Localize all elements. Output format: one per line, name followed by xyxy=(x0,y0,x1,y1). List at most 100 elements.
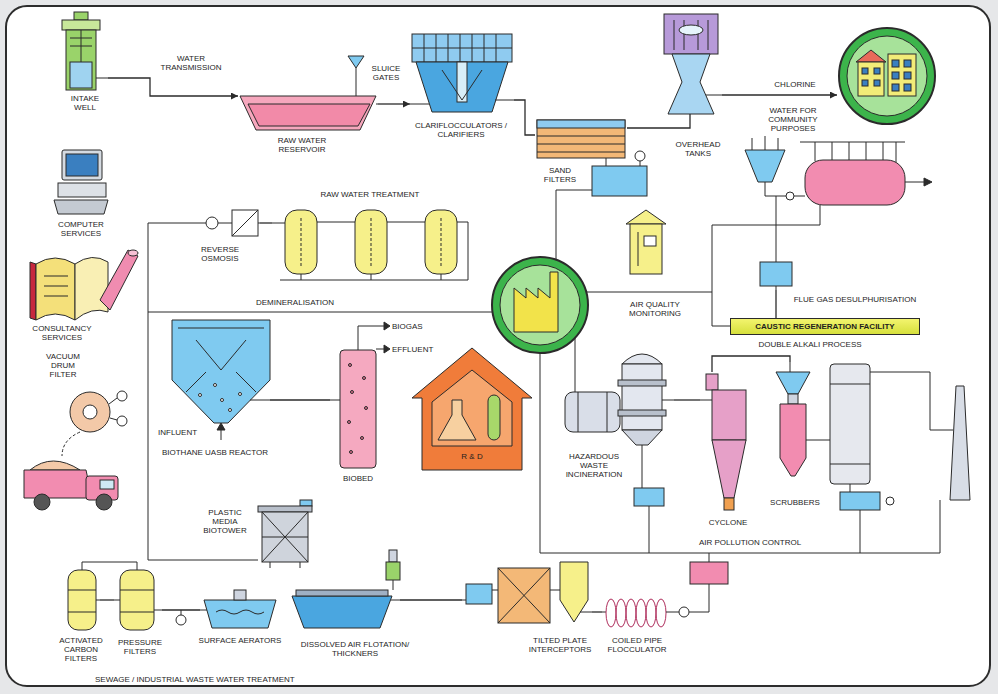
equipment-label: TILTED PLATE INTERCEPTORS xyxy=(520,636,600,654)
clarifier xyxy=(416,62,508,112)
uasb-reactor xyxy=(236,372,256,392)
pipe-connector xyxy=(592,611,602,612)
flue-gas-desulphuriser xyxy=(849,142,850,160)
surface-aerator xyxy=(234,590,246,600)
research-house xyxy=(438,400,476,440)
cyclone-separator xyxy=(712,390,746,440)
annotation-label: EFFLUENT xyxy=(392,345,442,354)
biotower xyxy=(262,512,308,562)
coiled-flocculator xyxy=(602,599,672,627)
process-pipe xyxy=(870,372,953,430)
ion-exchange-vessels xyxy=(371,274,372,280)
scrubber xyxy=(830,384,870,385)
sludge-truck xyxy=(24,470,92,498)
incinerator xyxy=(622,364,662,430)
biobed xyxy=(363,377,366,380)
clarifier xyxy=(442,70,482,100)
biobed xyxy=(330,322,390,468)
ion-exchange-vessels xyxy=(441,274,442,280)
community-buildings xyxy=(856,50,886,62)
pipe-connector xyxy=(100,599,114,600)
research-house xyxy=(432,370,512,446)
filter-vessel xyxy=(176,615,186,625)
scrubber xyxy=(830,464,870,465)
annotation-label: DEMINERALISATION xyxy=(240,298,350,307)
equipment-node: SAND FILTERS xyxy=(535,118,627,160)
coiled-flocculator xyxy=(656,599,666,627)
intake-well xyxy=(66,30,96,90)
community-buildings xyxy=(892,60,899,67)
flue-gas-desulphuriser xyxy=(765,182,805,196)
sand-filter xyxy=(537,152,625,153)
clarifier xyxy=(412,34,512,62)
reverse-osmosis-unit xyxy=(218,223,232,224)
equipment-label: CLARIFLOCCULATORS / CLARIFIERS xyxy=(405,121,517,139)
collection-tank xyxy=(679,607,689,617)
equipment-node: REVERSE OSMOSIS xyxy=(205,206,260,240)
filter-vessel xyxy=(68,562,186,630)
raw-water-reservoir xyxy=(240,96,378,130)
incinerator xyxy=(565,354,674,506)
process-pipe xyxy=(148,190,953,612)
biobed xyxy=(348,421,351,424)
process-box: CAUSTIC REGENERATION FACILITY xyxy=(730,318,920,335)
plate-interceptor xyxy=(498,568,550,623)
surface-aerator xyxy=(216,610,264,614)
computer-icon xyxy=(54,200,108,214)
computer-icon xyxy=(66,154,98,176)
computer-icon xyxy=(58,183,106,197)
plate-interceptor xyxy=(560,562,588,622)
raw-water-reservoir xyxy=(240,96,376,130)
uasb-reactor xyxy=(196,340,246,370)
community-buildings xyxy=(839,28,935,124)
community-buildings xyxy=(847,36,927,116)
sludge-truck xyxy=(30,461,80,470)
central-plant-symbol xyxy=(514,272,558,332)
filtered-water-tank xyxy=(606,158,607,166)
sand-filter xyxy=(537,144,625,145)
plate-interceptor xyxy=(462,562,592,623)
surface-aerator xyxy=(200,590,276,628)
equipment-label: AIR QUALITY MONITORING xyxy=(610,300,700,318)
process-pipe xyxy=(712,292,730,326)
overhead-tank xyxy=(674,20,675,50)
incinerator xyxy=(565,392,620,432)
uasb-reactor xyxy=(214,384,217,387)
biotower xyxy=(300,562,301,568)
flue-gas-desulphuriser xyxy=(883,142,884,160)
sand-filter xyxy=(537,120,625,128)
incinerator xyxy=(622,430,662,445)
collection-tank xyxy=(679,562,728,617)
equipment-node: FLUE GAS DESULPHURISATION xyxy=(735,130,925,290)
raw-water-reservoir xyxy=(248,104,370,126)
flue-gas-desulphuriser xyxy=(760,262,792,286)
consultancy-book xyxy=(44,286,68,287)
uasb-reactor xyxy=(221,399,224,402)
overhead-tank xyxy=(684,20,685,50)
equipment-node: VACUUM DRUM FILTER xyxy=(62,388,132,434)
chimney-stack xyxy=(950,386,970,500)
consultancy-book xyxy=(44,276,68,277)
scrubber xyxy=(830,364,870,484)
incinerator xyxy=(662,400,674,401)
annotation-label: SEWAGE / INDUSTRIAL WASTE WATER TREATMEN… xyxy=(95,675,395,684)
equipment-node: INTAKE WELL xyxy=(58,12,108,92)
coiled-flocculator xyxy=(616,599,626,627)
flotation-tank xyxy=(386,562,400,580)
plate-interceptor xyxy=(498,568,550,623)
annotation-label: DOUBLE ALKALI PROCESS xyxy=(745,340,875,349)
reverse-osmosis-unit xyxy=(232,210,258,236)
community-buildings xyxy=(892,72,899,79)
equipment-label: WATER FOR COMMUNITY PURPOSES xyxy=(752,106,834,134)
overhead-tank xyxy=(679,25,703,35)
equipment-node: SCRUBBERS xyxy=(765,362,875,490)
air-quality-monitor xyxy=(626,210,666,274)
equipment-label: REVERSE OSMOSIS xyxy=(185,245,255,263)
filter-vessel xyxy=(154,610,162,611)
ion-exchange-vessels xyxy=(457,222,468,223)
ion-exchange-vessels xyxy=(280,280,468,281)
computer-icon xyxy=(54,150,108,214)
community-buildings xyxy=(858,62,884,96)
sludge-truck xyxy=(24,461,118,510)
equipment-node: HAZARDOUS WASTE INCINERATION xyxy=(562,345,674,445)
